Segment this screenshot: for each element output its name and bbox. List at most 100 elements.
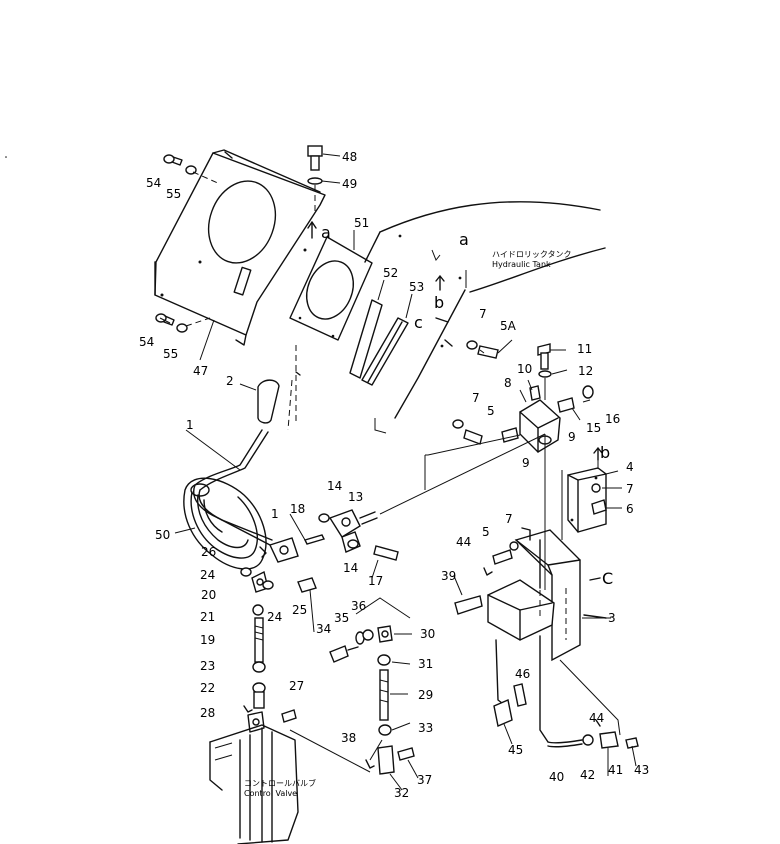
callout-14: 14 — [343, 561, 358, 575]
callout-1: 1 — [186, 418, 194, 432]
valve-clamp — [444, 339, 594, 453]
ref-letter-b: b — [434, 293, 444, 312]
pivot-bracket — [269, 509, 399, 563]
callout-46: 46 — [515, 667, 530, 681]
callout-14: 14 — [327, 479, 342, 493]
callout-45: 45 — [508, 743, 523, 757]
callout-13: 13 — [348, 490, 363, 504]
callout-9: 9 — [568, 430, 576, 444]
callout-31: 31 — [418, 657, 433, 671]
seal-strips — [349, 299, 409, 386]
callout-10: 10 — [517, 362, 532, 376]
callout-28: 28 — [200, 706, 215, 720]
control-valve — [209, 711, 299, 844]
reference-letters: a a b b c C — [321, 223, 613, 588]
callout-42: 42 — [580, 768, 595, 782]
callout-51: 51 — [354, 216, 369, 230]
ref-letter-b: b — [600, 443, 610, 462]
callout-2: 2 — [226, 374, 234, 388]
ref-letter-a: a — [459, 230, 469, 249]
callout-24: 24 — [267, 610, 282, 624]
callout-35: 35 — [334, 611, 349, 625]
bolt-48 — [307, 145, 341, 215]
callout-11: 11 — [577, 342, 592, 356]
callout-23: 23 — [200, 659, 215, 673]
callout-7: 7 — [626, 482, 634, 496]
bracket-4 — [567, 467, 607, 533]
callout-24: 24 — [200, 568, 215, 582]
callout-16: 16 — [605, 412, 620, 426]
callout-3: 3 — [608, 611, 616, 625]
callout-15: 15 — [586, 421, 601, 435]
callout-8: 8 — [504, 376, 512, 390]
callout-7: 7 — [479, 307, 487, 321]
callout-leaders — [159, 230, 637, 791]
callout-5: 5 — [482, 525, 490, 539]
callout-54: 54 — [139, 335, 154, 349]
callout-9: 9 — [522, 456, 530, 470]
callout-21: 21 — [200, 610, 215, 624]
reference-lines — [379, 249, 599, 590]
callout-41: 41 — [608, 763, 623, 777]
callout-52: 52 — [383, 266, 398, 280]
callout-4: 4 — [626, 460, 634, 474]
callout-26: 26 — [201, 545, 216, 559]
left-linkage — [240, 546, 317, 723]
callout-5A: 5A — [500, 319, 517, 333]
callout-44: 44 — [456, 535, 471, 549]
callout-19: 19 — [200, 633, 215, 647]
ref-letter-c: c — [414, 313, 423, 332]
rubber-boot — [183, 477, 267, 570]
callout-22: 22 — [200, 681, 215, 695]
callout-34: 34 — [316, 622, 331, 636]
callout-29: 29 — [418, 688, 433, 702]
annotations: ハイドロリックタンク Hydraulic Tank コントロールバルブ Cont… — [244, 250, 572, 798]
callout-6: 6 — [626, 502, 634, 516]
callout-12: 12 — [578, 364, 593, 378]
callout-37: 37 — [417, 773, 432, 787]
ref-letter-c: C — [602, 569, 613, 588]
callout-54: 54 — [146, 176, 161, 190]
callout-1: 1 — [271, 507, 279, 521]
callout-36: 36 — [351, 599, 366, 613]
callout-44: 44 — [589, 711, 604, 725]
stray-dot — [5, 156, 7, 158]
callout-40: 40 — [549, 770, 564, 784]
gasket — [289, 236, 373, 341]
callout-7: 7 — [505, 512, 513, 526]
bracket-3 — [454, 527, 581, 662]
rod-linkage — [289, 597, 415, 775]
valve-label-jp: コントロールバルブ — [244, 778, 316, 788]
callout-48: 48 — [342, 150, 357, 164]
tank-label-jp: ハイドロリックタンク — [492, 250, 572, 259]
hydraulic-tank-outline — [287, 201, 606, 434]
callout-25: 25 — [292, 603, 307, 617]
callout-39: 39 — [441, 569, 456, 583]
callout-53: 53 — [409, 280, 424, 294]
ref-letter-a: a — [321, 223, 331, 242]
callout-18: 18 — [290, 502, 305, 516]
callout-43: 43 — [634, 763, 649, 777]
callout-labels: 48 49 54 55 51 52 53 54 55 47 2 1 50 7 5… — [139, 150, 649, 800]
callout-47: 47 — [193, 364, 208, 378]
callout-50: 50 — [155, 528, 170, 542]
bolts-54-55 — [155, 154, 221, 333]
callout-38: 38 — [341, 731, 356, 745]
callout-27: 27 — [289, 679, 304, 693]
callout-55: 55 — [166, 187, 181, 201]
tank-label-en: Hydraulic Tank — [492, 260, 551, 269]
lower-linkage — [493, 635, 639, 749]
callout-17: 17 — [368, 574, 383, 588]
control-lever — [193, 379, 280, 546]
callout-33: 33 — [418, 721, 433, 735]
callout-55: 55 — [163, 347, 178, 361]
callout-32: 32 — [394, 786, 409, 800]
cover-plate — [154, 149, 326, 346]
valve-label-en: Control Valve — [244, 789, 297, 798]
callout-7: 7 — [472, 391, 480, 405]
callout-5: 5 — [487, 404, 495, 418]
callout-20: 20 — [201, 588, 216, 602]
callout-49: 49 — [342, 177, 357, 191]
callout-30: 30 — [420, 627, 435, 641]
